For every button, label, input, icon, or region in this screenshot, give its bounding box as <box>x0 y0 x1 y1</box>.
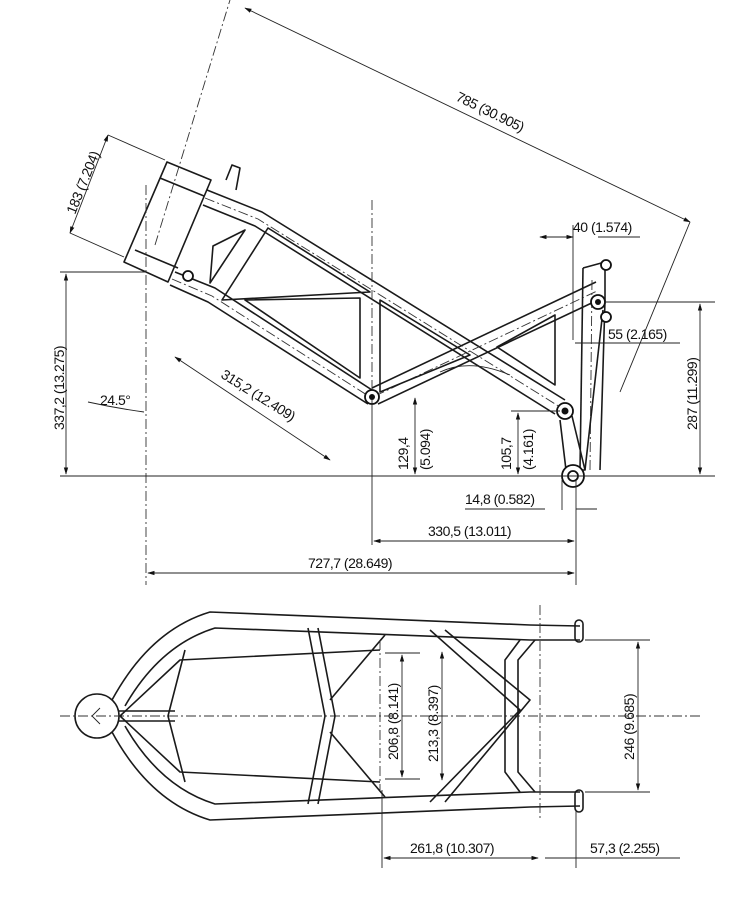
dim-315: 315,2 (12.409) <box>218 366 298 424</box>
dim-129-bottom: (5.094) <box>417 429 433 470</box>
side-view: 785 (30.905) 183 (7.204) 40 (1.574) 55 (… <box>51 0 715 585</box>
dim-129-top: 129,4 <box>395 437 411 470</box>
dim-785: 785 (30.905) <box>454 88 527 135</box>
dim-55: 55 (2.165) <box>608 326 667 342</box>
pivot-joints <box>182 259 612 488</box>
dim-337: 337,2 (13.275) <box>51 346 67 430</box>
top-view: 206,8 (8.141) 213,3 (8.397) 246 (9.685) … <box>60 605 700 868</box>
dim-40: 40 (1.574) <box>573 219 632 235</box>
steering-head <box>123 161 212 283</box>
dim-183: 183 (7.204) <box>63 149 103 216</box>
dim-14-8: 14,8 (0.582) <box>465 491 535 507</box>
dim-246: 246 (9.685) <box>621 694 637 760</box>
dim-57: 57,3 (2.255) <box>590 840 660 856</box>
dim-206: 206,8 (8.141) <box>385 683 401 760</box>
mount-tab <box>225 164 241 191</box>
dim-rake-angle: 24.5° <box>100 392 130 408</box>
dim-105-top: 105,7 <box>498 437 514 470</box>
dim-330: 330,5 (13.011) <box>428 523 511 539</box>
dim-105-bottom: (4.161) <box>520 429 536 470</box>
dim-261: 261,8 (10.307) <box>410 840 494 856</box>
dim-213: 213,3 (8.397) <box>425 685 441 762</box>
dim-287: 287 (11.299) <box>684 358 700 430</box>
dim-727: 727,7 (28.649) <box>308 555 392 571</box>
